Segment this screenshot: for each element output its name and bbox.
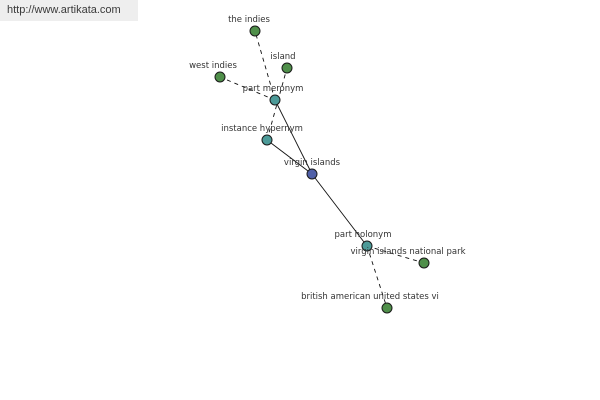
node-instance-hypernym[interactable]: instance hypernym bbox=[221, 124, 303, 146]
graph-edges bbox=[219, 30, 425, 309]
edge-virgin-islands-to-part-meronym bbox=[274, 99, 313, 175]
edge-part-meronym-to-west-indies bbox=[219, 76, 276, 101]
node-circle-island[interactable] bbox=[281, 62, 293, 74]
node-label-the-indies: the indies bbox=[228, 15, 270, 25]
edge-virgin-islands-to-part-holonym bbox=[311, 173, 368, 247]
node-circle-west-indies[interactable] bbox=[214, 71, 226, 83]
node-label-virgin-islands: virgin islands bbox=[284, 158, 341, 168]
node-circle-part-holonym[interactable] bbox=[361, 240, 373, 252]
node-circle-part-meronym[interactable] bbox=[269, 94, 281, 106]
edge-part-holonym-to-british-american-us-vi bbox=[366, 245, 388, 309]
node-the-indies[interactable]: the indies bbox=[228, 15, 270, 37]
source-url-banner[interactable]: http://www.artikata.com bbox=[0, 0, 138, 21]
node-label-west-indies: west indies bbox=[189, 61, 237, 71]
node-label-vi-national-park: virgin islands national park bbox=[350, 247, 465, 257]
node-circle-vi-national-park[interactable] bbox=[418, 257, 430, 269]
node-label-part-holonym: part holonym bbox=[335, 230, 392, 240]
node-circle-virgin-islands[interactable] bbox=[306, 168, 318, 180]
node-circle-british-american-us-vi[interactable] bbox=[381, 302, 393, 314]
edge-part-holonym-to-vi-national-park bbox=[366, 245, 425, 264]
node-circle-instance-hypernym[interactable] bbox=[261, 134, 273, 146]
node-virgin-islands[interactable]: virgin islands bbox=[284, 158, 341, 180]
node-label-part-meronym: part meronym bbox=[243, 84, 304, 94]
node-british-american-us-vi[interactable]: british american united states vi bbox=[301, 292, 439, 314]
node-vi-national-park[interactable]: virgin islands national park bbox=[350, 247, 466, 269]
graph-nodes: virgin islands part meronym instance hyper… bbox=[189, 15, 466, 314]
node-part-meronym[interactable]: part meronym bbox=[243, 84, 304, 106]
node-west-indies[interactable]: west indies bbox=[189, 61, 237, 83]
node-label-island: island bbox=[270, 52, 295, 62]
node-label-instance-hypernym: instance hypernym bbox=[221, 124, 303, 134]
node-island[interactable]: island bbox=[270, 52, 296, 74]
node-part-holonym[interactable]: part holonym bbox=[335, 230, 392, 252]
node-label-british-american-us-vi: british american united states vi bbox=[301, 292, 439, 302]
edge-part-meronym-to-the-indies bbox=[254, 30, 276, 101]
edge-virgin-islands-to-instance-hypernym bbox=[266, 139, 313, 175]
node-circle-the-indies[interactable] bbox=[249, 25, 261, 37]
